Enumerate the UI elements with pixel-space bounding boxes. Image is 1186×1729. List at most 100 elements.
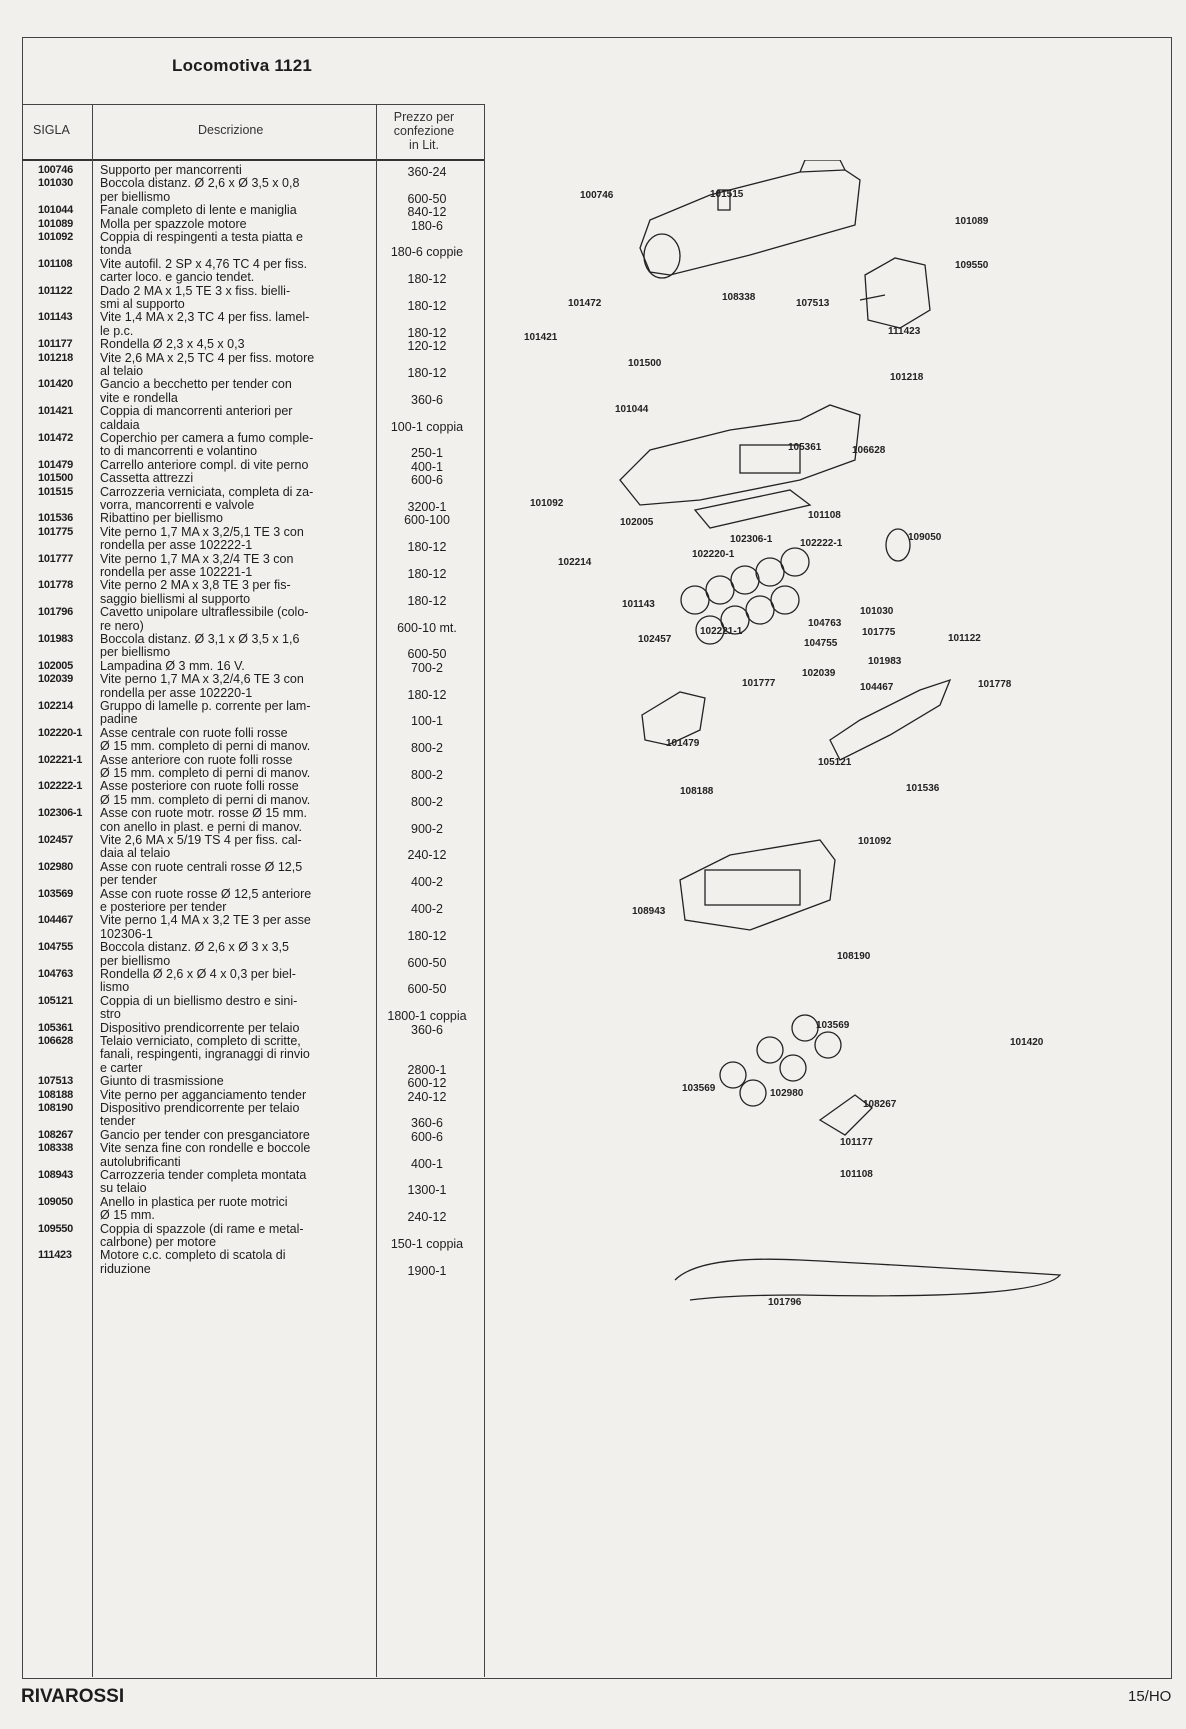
part-description: Vite perno 1,7 MA x 3,2/5,1 TE 3 con ron… — [100, 524, 304, 553]
diagram-label: 106628 — [852, 445, 886, 456]
part-price: 800-2 — [411, 741, 443, 756]
part-code: 101421 — [38, 405, 73, 418]
part-price: 180-12 — [407, 272, 447, 287]
prezzo-line-3: in Lit. — [409, 138, 439, 152]
part-description: Dado 2 MA x 1,5 TE 3 x fiss. bielli- smi… — [100, 283, 291, 311]
diagram-label: 101177 — [840, 1137, 873, 1148]
part-code: 109550 — [38, 1222, 73, 1235]
page-frame — [22, 37, 1172, 1679]
part-description: Fanale completo di lente e maniglia — [100, 203, 297, 218]
part-description: Vite perno 1,7 MA x 3,2/4 TE 3 con ronde… — [100, 551, 294, 579]
part-description: Coppia di respingenti a testa piatta e t… — [100, 230, 303, 258]
part-price: 1800-1 coppia — [387, 1009, 467, 1024]
part-description: Rondella Ø 2,6 x Ø 4 x 0,3 per biel- lis… — [100, 967, 296, 995]
diagram-label: 104763 — [808, 618, 842, 629]
part-description: Carrello anteriore compl. di vite perno — [100, 457, 309, 472]
part-description: Asse con ruote rosse Ø 12,5 anteriore e … — [100, 886, 312, 914]
tender-wheel — [739, 1079, 767, 1107]
part-code: 102039 — [38, 673, 73, 686]
part-price: 180-12 — [407, 928, 447, 943]
tender-wheel — [779, 1054, 807, 1082]
part-price: 900-2 — [411, 821, 443, 836]
part-code: 107513 — [38, 1075, 73, 1088]
contact-plate — [693, 489, 812, 529]
part-price: 180-12 — [407, 566, 447, 581]
part-price: 2800-1 — [407, 1062, 447, 1077]
part-description: Motore c.c. completo di scatola di riduz… — [100, 1248, 286, 1276]
part-code: 102306-1 — [38, 807, 83, 820]
part-code: 102222-1 — [38, 780, 83, 793]
diagram-label: 103569 — [816, 1020, 850, 1031]
part-code: 101515 — [38, 485, 73, 498]
part-code: 101983 — [38, 633, 73, 645]
part-price: 150-1 coppia — [390, 1236, 464, 1251]
header-divider — [22, 104, 484, 105]
part-price: 1900-1 — [407, 1263, 447, 1278]
tender-wheel — [719, 1061, 747, 1089]
footer-brand: RIVAROSSI — [21, 1686, 125, 1707]
part-code: 101143 — [38, 311, 73, 324]
cable-101796 — [674, 1258, 1062, 1301]
part-price: 240-12 — [407, 848, 447, 863]
part-description: Cassetta attrezzi — [100, 471, 194, 486]
part-price: 180-12 — [407, 325, 447, 340]
diagram-label: 101092 — [858, 836, 892, 847]
part-description: Vite 1,4 MA x 2,3 TC 4 per fiss. lamel- … — [100, 310, 310, 338]
header-divider-bold — [22, 159, 484, 161]
diagram-label: 102457 — [638, 634, 672, 645]
part-price: 360-6 — [411, 1022, 443, 1037]
part-code: 111423 — [38, 1249, 72, 1262]
chassis-shape — [619, 404, 861, 506]
prezzo-line-2: confezione — [393, 124, 455, 138]
part-description: Cavetto unipolare ultraflessibile (colo-… — [100, 605, 309, 633]
diagram-label: 101515 — [710, 189, 744, 200]
part-code: 101044 — [38, 204, 73, 217]
diagram-label: 101122 — [948, 633, 981, 644]
tender-body — [679, 839, 836, 931]
part-code: 101108 — [38, 257, 73, 270]
diagram-label: 109550 — [955, 260, 989, 271]
motor-shape — [864, 257, 931, 329]
part-code: 101122 — [38, 284, 73, 297]
ring-109050 — [885, 528, 911, 562]
motor-shaft — [859, 294, 886, 301]
part-price: 600-10 mt. — [397, 620, 457, 635]
diagram-label: 101983 — [868, 656, 902, 667]
part-price: 800-2 — [411, 767, 443, 782]
part-description: Gancio a becchetto per tender con vite e… — [100, 377, 292, 405]
diagram-label: 101218 — [890, 372, 924, 383]
part-price: 600-100 — [404, 513, 450, 528]
part-code: 101092 — [38, 231, 73, 243]
diagram-label: 105361 — [788, 442, 822, 453]
part-price: 400-2 — [411, 901, 443, 916]
part-price: 250-1 — [411, 446, 443, 461]
part-price: 180-12 — [407, 687, 447, 702]
part-price: 400-1 — [411, 459, 443, 474]
part-description: Vite 2,6 MA x 2,5 TC 4 per fiss. motore … — [100, 350, 315, 378]
part-price: 180-12 — [407, 540, 447, 555]
part-description: Coppia di un biellismo destro e sini- st… — [100, 993, 298, 1022]
part-code: 101177 — [38, 338, 73, 351]
part-code: 101218 — [38, 351, 73, 364]
tender-wheel — [756, 1036, 784, 1064]
part-description: Gruppo di lamelle p. corrente per lam- p… — [100, 699, 311, 727]
diagram-label: 101044 — [615, 404, 649, 415]
part-code: 101472 — [38, 432, 73, 444]
part-price: 120-12 — [407, 339, 447, 354]
diagram-label: 108190 — [837, 951, 871, 962]
diagram-label: 102005 — [620, 517, 654, 528]
part-description: Dispositivo prendicorrente per telaio te… — [100, 1101, 300, 1129]
part-price: 180-6 coppie — [390, 245, 464, 260]
part-code: 105121 — [38, 994, 73, 1007]
part-price: 180-6 — [411, 218, 443, 233]
part-description: Boccola distanz. Ø 3,1 x Ø 3,5 x 1,6 per… — [100, 632, 300, 660]
part-code: 108267 — [38, 1128, 73, 1141]
part-code: 101030 — [38, 177, 73, 190]
part-code: 108338 — [38, 1142, 73, 1155]
column-separator — [484, 104, 485, 1677]
diagram-label: 101030 — [860, 606, 894, 617]
part-code: 101479 — [38, 458, 73, 471]
part-code: 101089 — [38, 217, 73, 230]
part-description: Vite 2,6 MA x 5/19 TS 4 per fiss. cal- d… — [100, 833, 302, 861]
